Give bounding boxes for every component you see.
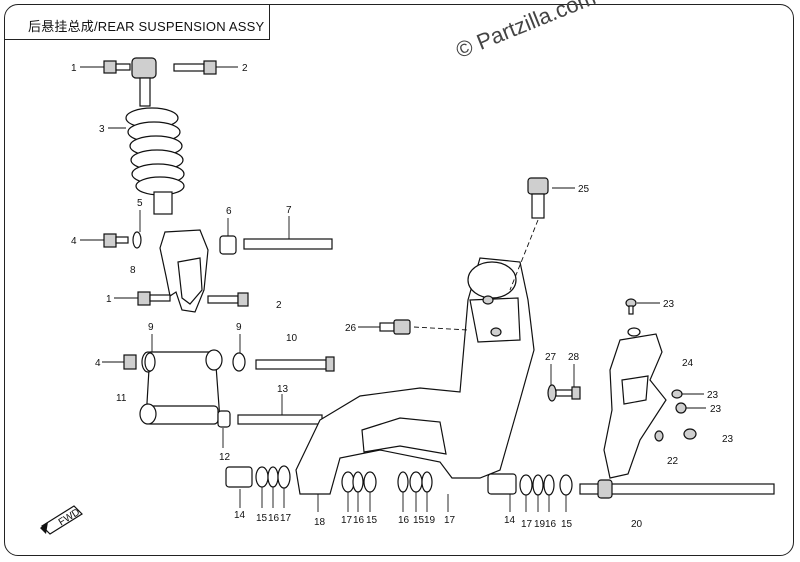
callout: 17 [444, 515, 456, 526]
bolt-top[interactable] [103, 60, 131, 74]
washer-15-mid2[interactable] [409, 471, 423, 493]
linkage-clevis[interactable] [159, 229, 209, 313]
washer-15-mid[interactable] [363, 471, 377, 493]
screw-23-right[interactable] [675, 402, 687, 414]
callout: 16 [353, 515, 365, 526]
pin-2-mid[interactable] [207, 292, 249, 307]
callout: 15 [256, 513, 268, 524]
callout: 18 [314, 517, 326, 528]
pin-10[interactable] [255, 356, 335, 372]
bolt-4-lower[interactable] [123, 352, 156, 372]
callout: 1 [71, 63, 77, 74]
callout: 8 [130, 265, 136, 276]
callout: 14 [504, 515, 516, 526]
callout: 15 [561, 519, 573, 530]
bolt-26[interactable] [379, 319, 411, 335]
washer-16-mid2[interactable] [397, 471, 409, 493]
callout: 23 [663, 299, 675, 310]
bolt-28[interactable] [555, 386, 581, 400]
callout: 16 [268, 513, 280, 524]
callout: 2 [242, 63, 248, 74]
diagram-title: 后悬挂总成/REAR SUSPENSION ASSY [28, 19, 265, 34]
callout: 5 [137, 198, 143, 209]
screw-23-mid[interactable] [671, 389, 683, 399]
seal-19-right[interactable] [532, 474, 544, 496]
bushing-14-left[interactable] [225, 466, 253, 488]
callout: 14 [234, 510, 246, 521]
callout: 13 [277, 384, 289, 395]
callout: 17 [280, 513, 292, 524]
bolt-1-mid[interactable] [137, 291, 171, 306]
callout: 16 [545, 519, 557, 530]
pin-7[interactable] [243, 238, 333, 250]
washer-16-right[interactable] [543, 474, 555, 496]
callout: 7 [286, 205, 292, 216]
shock-absorber[interactable] [125, 57, 185, 215]
callout: 6 [226, 206, 232, 217]
swing-arm[interactable] [295, 257, 535, 495]
bolt-4-upper[interactable] [103, 231, 142, 249]
callout: 10 [286, 333, 298, 344]
bolt-27[interactable] [547, 384, 557, 402]
axle-20[interactable] [579, 479, 775, 499]
bolt-25[interactable] [527, 177, 549, 219]
leader-lines [80, 66, 706, 512]
callout: 4 [71, 236, 77, 247]
bushing-6[interactable] [219, 235, 237, 255]
callout: 24 [682, 358, 694, 369]
screw-23-low[interactable] [683, 428, 697, 440]
callout: 26 [345, 323, 357, 334]
callout: 25 [578, 184, 590, 195]
callout: 11 [116, 393, 127, 404]
callout: 15 [413, 515, 425, 526]
callout: 15 [366, 515, 378, 526]
callout: 28 [568, 352, 580, 363]
callout: 23 [722, 434, 734, 445]
callout: 16 [398, 515, 410, 526]
seal-17-right[interactable] [519, 474, 533, 496]
callout: 4 [95, 358, 101, 369]
callout: 27 [545, 352, 557, 363]
seal-17-left[interactable] [277, 465, 291, 489]
pin-13[interactable] [237, 414, 323, 425]
callout: 3 [99, 124, 105, 135]
pin-top[interactable] [173, 60, 217, 75]
callout: 2 [276, 300, 282, 311]
diagram-frame [4, 4, 794, 556]
callout: 17 [341, 515, 353, 526]
callout: 17 [521, 519, 533, 530]
fwd-arrow-icon: FWD [40, 505, 83, 535]
callout: 9 [236, 322, 242, 333]
washer-16-mid[interactable] [352, 471, 364, 493]
seal-17-mid[interactable] [341, 471, 355, 493]
title-box: 后悬挂总成/REAR SUSPENSION ASSY [4, 4, 270, 40]
callout: 20 [631, 519, 643, 530]
screw-23-top[interactable] [625, 298, 637, 315]
washer-9-right[interactable] [232, 352, 246, 372]
washer-15-left[interactable] [255, 466, 269, 488]
bushing-14-right[interactable] [487, 473, 517, 495]
callout: 23 [707, 390, 719, 401]
callout: 1 [106, 294, 112, 305]
callout-labels: 1 2 3 5 6 7 4 8 1 2 9 9 10 4 11 13 12 25… [71, 63, 734, 530]
washer-15-right[interactable] [559, 474, 573, 496]
bushing-12[interactable] [217, 410, 231, 428]
chain-guard[interactable] [603, 327, 667, 479]
seal-19-mid[interactable] [421, 471, 433, 493]
callout: 19 [424, 515, 436, 526]
washer-16-left[interactable] [267, 466, 279, 488]
callout: 23 [710, 404, 722, 415]
screw-22[interactable] [654, 430, 664, 442]
callout: 19 [534, 519, 546, 530]
callout: 9 [148, 322, 154, 333]
callout: 22 [667, 456, 679, 467]
callout: 12 [219, 452, 231, 463]
